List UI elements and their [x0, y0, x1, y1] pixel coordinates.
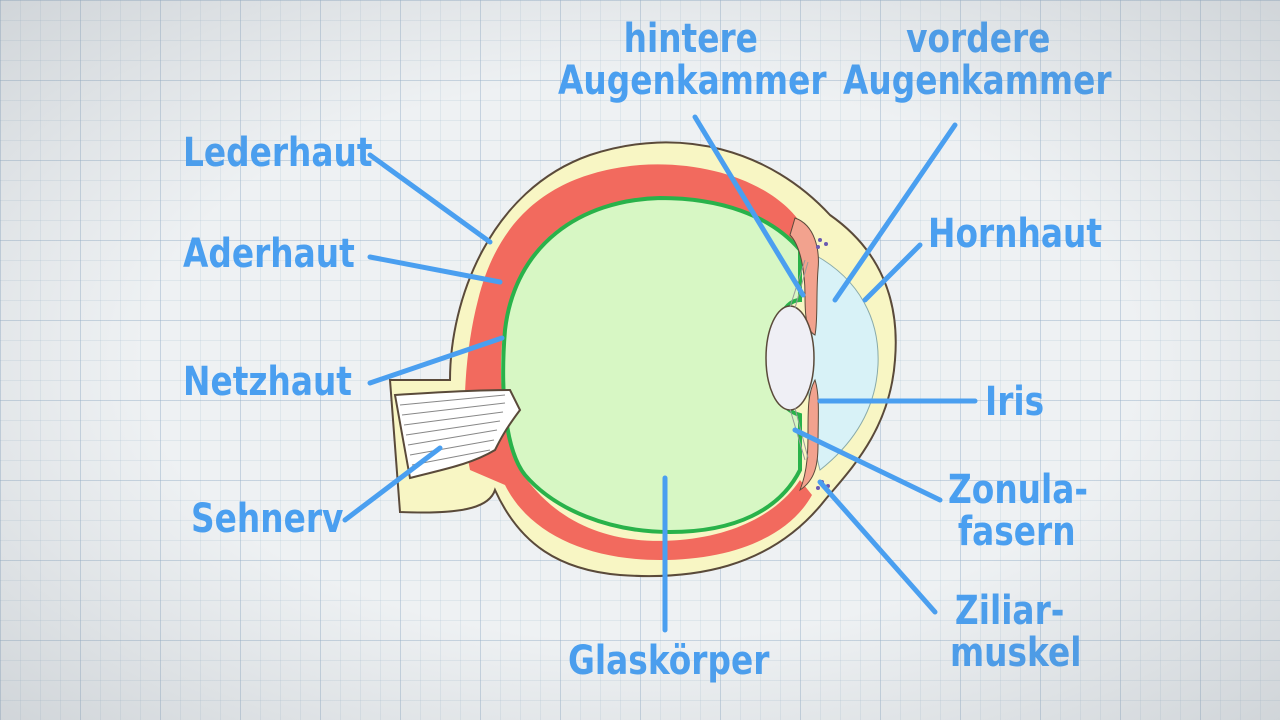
vitreous-body: [501, 195, 802, 535]
label-aderhaut: Aderhaut: [183, 231, 355, 277]
leader-aderhaut: [367, 254, 503, 285]
label-hintere-augenkammer: hintere Augenkammer: [558, 18, 827, 102]
label-zonula-line2: fasern: [957, 509, 1076, 555]
label-netzhaut: Netzhaut: [183, 359, 352, 405]
label-vordere-line2: Augenkammer: [843, 58, 1112, 104]
label-lederhaut: Lederhaut: [183, 130, 373, 176]
label-iris: Iris: [985, 379, 1045, 425]
label-vordere-line1: vordere: [906, 16, 1051, 62]
leader-hintere: [692, 114, 806, 298]
lens: [765, 305, 815, 411]
label-vordere-augenkammer: vordere Augenkammer: [843, 18, 1112, 102]
leader-sehnerv: [342, 445, 443, 523]
leader-hornhaut: [862, 242, 923, 303]
label-zonula-line1: Zonula-: [948, 467, 1089, 513]
label-hintere-line2: Augenkammer: [558, 58, 827, 104]
label-ziliarmuskel: Ziliar- muskel: [950, 590, 1081, 674]
ciliary-muscle-dots: [816, 238, 830, 490]
label-glaskoerper: Glaskörper: [568, 638, 770, 684]
optic-nerve-fibers: [399, 394, 506, 466]
leader-lederhaut: [367, 152, 493, 245]
leader-zonula: [792, 427, 943, 503]
label-zonulafasern: Zonula- fasern: [948, 469, 1088, 553]
label-hintere-line1: hintere: [623, 16, 758, 62]
label-sehnerv: Sehnerv: [191, 496, 344, 542]
leader-vordere: [832, 122, 958, 303]
choroid: [464, 164, 812, 561]
label-ziliar-line2: muskel: [950, 630, 1082, 676]
leader-ziliar: [817, 479, 938, 615]
label-hornhaut: Hornhaut: [928, 211, 1103, 257]
leader-netzhaut: [367, 335, 505, 386]
label-ziliar-line1: Ziliar-: [954, 588, 1065, 634]
